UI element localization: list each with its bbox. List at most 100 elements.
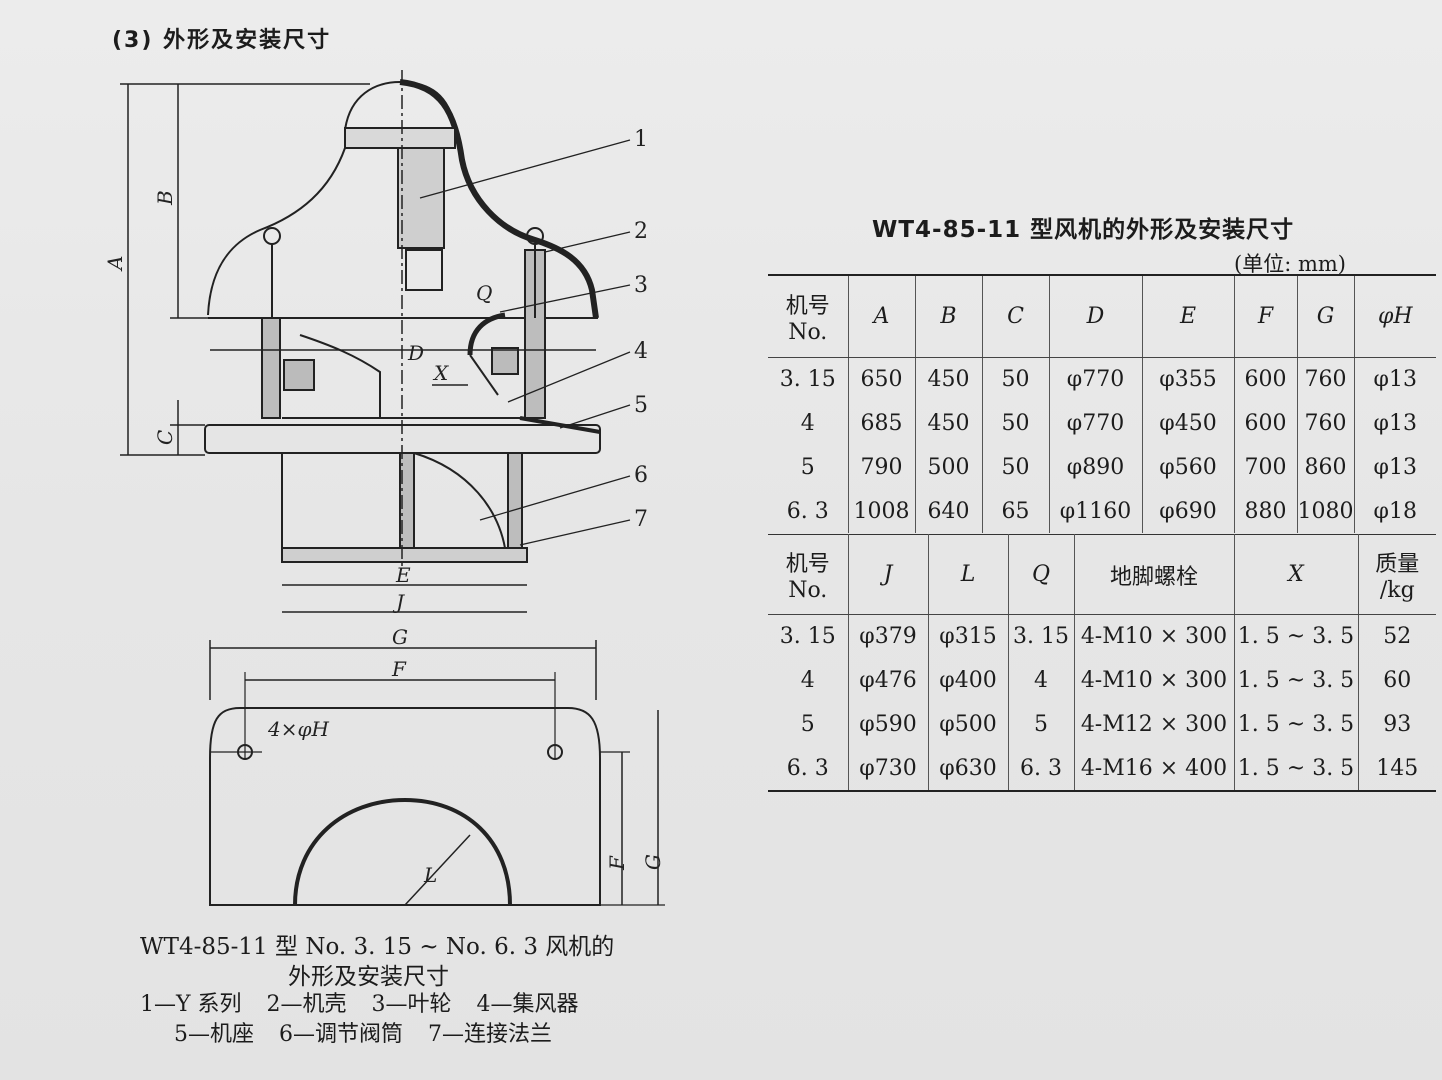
header-model: 机号 No. bbox=[768, 534, 848, 615]
table-cell: 93 bbox=[1357, 702, 1436, 747]
figure-caption: WT4-85-11 型 No. 3. 15 ~ No. 6. 3 风机的 外形及… bbox=[140, 932, 700, 992]
column-header: C bbox=[981, 275, 1049, 358]
header-mass: 质量 /kg bbox=[1357, 534, 1436, 615]
dim-label-j: J bbox=[392, 590, 405, 614]
spec-table-installation: 机号 No. J L Q 地脚螺栓 X 质量 /kg 3. 15 φ379 φ3… bbox=[768, 534, 1436, 792]
column-header: X bbox=[1233, 534, 1358, 615]
dim-label-l: L bbox=[423, 863, 437, 887]
table-cell: 760 bbox=[1296, 357, 1354, 401]
spec-table-dimensions: 机号 No. A B C D E F G φH 3. 15 650 450 50… bbox=[768, 274, 1436, 533]
header-model-cn: 机号 bbox=[785, 293, 830, 319]
dim-label-holes: 4×φH bbox=[267, 717, 329, 741]
table-cell: 3. 15 bbox=[1007, 614, 1074, 659]
table-cell: 450 bbox=[914, 401, 982, 445]
table-cell: 60 bbox=[1357, 658, 1436, 703]
section-heading: (3) 外形及安装尺寸 bbox=[112, 28, 332, 53]
table-cell: 1. 5 ~ 3. 5 bbox=[1233, 746, 1358, 791]
callout-4: 4 bbox=[634, 339, 648, 364]
dim-label-b: B bbox=[153, 190, 177, 206]
table-cell: 500 bbox=[914, 445, 982, 489]
table-cell: 3. 15 bbox=[779, 624, 836, 650]
table-cell: 50 bbox=[981, 357, 1049, 401]
header-mass-cn: 质量 bbox=[1375, 552, 1420, 577]
table-cell: 145 bbox=[1357, 746, 1436, 791]
table-cell: 6. 3 bbox=[1007, 746, 1074, 791]
dim-label-c: C bbox=[153, 430, 177, 445]
callout-6: 6 bbox=[634, 463, 648, 488]
table-cell: φ770 bbox=[1048, 357, 1142, 401]
table-cell: φ560 bbox=[1141, 445, 1234, 489]
dim-label-x: X bbox=[432, 361, 449, 385]
dim-label-a: A bbox=[103, 256, 127, 272]
legend-item: 3—叶轮 bbox=[371, 992, 452, 1017]
table-cell: 4-M12 × 300 bbox=[1073, 702, 1234, 747]
callout-2: 2 bbox=[634, 219, 648, 244]
column-header: G bbox=[1296, 275, 1354, 358]
column-header: J bbox=[847, 534, 928, 615]
column-header: φH bbox=[1353, 275, 1436, 358]
table-row: 3. 15 φ379 φ315 3. 15 4-M10 × 300 1. 5 ~… bbox=[768, 614, 1436, 659]
callout-3: 3 bbox=[634, 273, 648, 298]
table-cell: φ18 bbox=[1353, 489, 1436, 533]
table-cell: 6. 3 bbox=[786, 755, 829, 781]
header-model-en: No. bbox=[788, 319, 828, 345]
table-cell: φ730 bbox=[847, 746, 928, 791]
table-cell: 5 bbox=[800, 454, 815, 480]
dim-label-q: Q bbox=[476, 281, 492, 305]
caption-line-1: WT4-85-11 型 No. 3. 15 ~ No. 6. 3 风机的 bbox=[140, 934, 615, 960]
table-row: 6. 3 φ730 φ630 6. 3 4-M16 × 400 1. 5 ~ 3… bbox=[768, 746, 1436, 791]
table-cell: φ400 bbox=[927, 658, 1008, 703]
column-header: L bbox=[927, 534, 1008, 615]
table-cell: 685 bbox=[847, 401, 915, 445]
table-cell: 5 bbox=[1007, 702, 1074, 747]
table-row: 4 φ476 φ400 4 4-M10 × 300 1. 5 ~ 3. 5 60 bbox=[768, 658, 1436, 703]
table-cell: 600 bbox=[1233, 357, 1297, 401]
header-model-cn: 机号 bbox=[785, 552, 830, 577]
table-cell: 65 bbox=[981, 489, 1049, 533]
caption-line-2: 外形及安装尺寸 bbox=[288, 964, 449, 990]
table-cell: 5 bbox=[800, 712, 815, 737]
column-header: F bbox=[1233, 275, 1297, 358]
table-cell: 3. 15 bbox=[779, 366, 836, 392]
fan-dimension-drawing: 1 2 3 4 5 6 7 A B C D X Q E J G F 4×φH L… bbox=[103, 70, 665, 906]
table-cell: 760 bbox=[1296, 401, 1354, 445]
table-cell: φ690 bbox=[1141, 489, 1234, 533]
callout-1: 1 bbox=[634, 127, 648, 152]
table-cell: φ1160 bbox=[1048, 489, 1142, 533]
table-cell: 640 bbox=[914, 489, 982, 533]
column-header: A bbox=[847, 275, 915, 358]
table-cell: φ13 bbox=[1353, 445, 1436, 489]
table-title: WT4-85-11 型风机的外形及安装尺寸 bbox=[872, 217, 1295, 243]
table-cell: 6. 3 bbox=[786, 498, 829, 524]
table-cell: 4 bbox=[1007, 658, 1074, 703]
table-row: 5 790 500 50 φ890 φ560 700 860 φ13 bbox=[768, 445, 1436, 489]
column-header: Q bbox=[1007, 534, 1074, 615]
header-mass-unit: /kg bbox=[1379, 578, 1415, 603]
column-header: E bbox=[1141, 275, 1234, 358]
table-cell: φ590 bbox=[847, 702, 928, 747]
table-cell: 700 bbox=[1233, 445, 1297, 489]
dim-label-e: E bbox=[395, 563, 411, 587]
column-header: D bbox=[1048, 275, 1142, 358]
table-cell: 4-M10 × 300 bbox=[1073, 614, 1234, 659]
table-cell: 880 bbox=[1233, 489, 1297, 533]
table-cell: 650 bbox=[847, 357, 915, 401]
legend-item: 4—集风器 bbox=[476, 992, 579, 1017]
table-cell: 790 bbox=[847, 445, 915, 489]
dim-label-d: D bbox=[407, 341, 424, 365]
table-cell: φ890 bbox=[1048, 445, 1142, 489]
table-cell: φ770 bbox=[1048, 401, 1142, 445]
table-cell: φ315 bbox=[927, 614, 1008, 659]
table-row: 3. 15 650 450 50 φ770 φ355 600 760 φ13 bbox=[768, 357, 1436, 401]
legend-item: 7—连接法兰 bbox=[428, 1022, 552, 1047]
callout-5: 5 bbox=[634, 393, 648, 418]
table-cell: 1080 bbox=[1296, 489, 1354, 533]
table-cell: 52 bbox=[1357, 614, 1436, 659]
table-cell: 600 bbox=[1233, 401, 1297, 445]
table-cell: φ355 bbox=[1141, 357, 1234, 401]
dim-label-g: G bbox=[392, 625, 408, 649]
table-cell: 4-M10 × 300 bbox=[1073, 658, 1234, 703]
table-cell: φ379 bbox=[847, 614, 928, 659]
legend-item: 6—调节阀筒 bbox=[279, 1022, 403, 1047]
